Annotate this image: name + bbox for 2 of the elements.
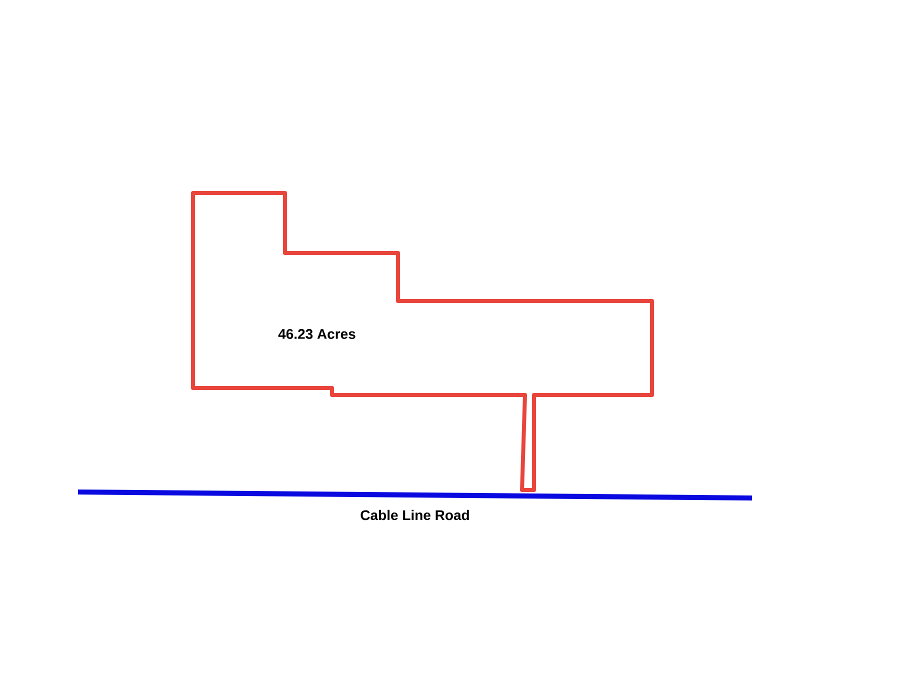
road-name: Cable Line Road bbox=[360, 510, 469, 520]
area-label: 46.23 Acres bbox=[278, 329, 356, 339]
